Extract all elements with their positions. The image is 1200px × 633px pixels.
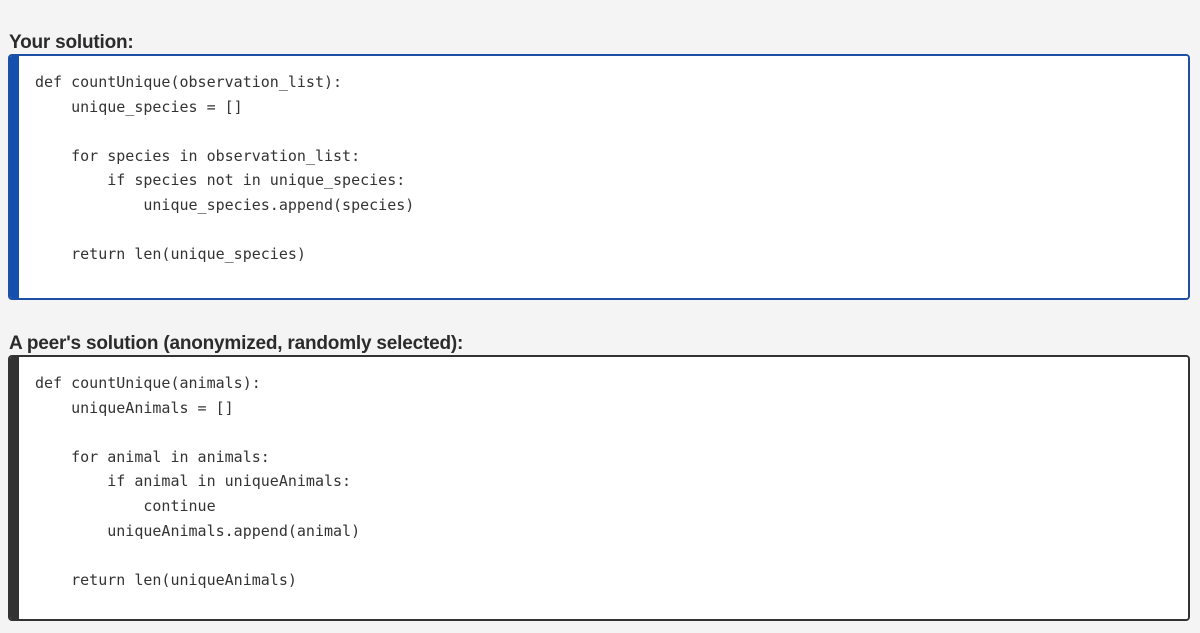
peer-solution-heading: A peer's solution (anonymized, randomly … xyxy=(9,332,464,354)
peer-solution-code[interactable]: def countUnique(animals): uniqueAnimals … xyxy=(35,374,361,589)
peer-solution-accent-bar xyxy=(10,357,19,619)
your-solution-heading: Your solution: xyxy=(9,31,134,53)
peer-solution-code-card: def countUnique(animals): uniqueAnimals … xyxy=(8,355,1190,621)
your-solution-code-card: def countUnique(observation_list): uniqu… xyxy=(8,54,1190,300)
your-solution-code-body: def countUnique(observation_list): uniqu… xyxy=(19,56,1188,298)
your-solution-code[interactable]: def countUnique(observation_list): uniqu… xyxy=(35,73,415,264)
your-solution-accent-bar xyxy=(10,56,19,298)
peer-solution-code-body: def countUnique(animals): uniqueAnimals … xyxy=(19,357,1188,619)
